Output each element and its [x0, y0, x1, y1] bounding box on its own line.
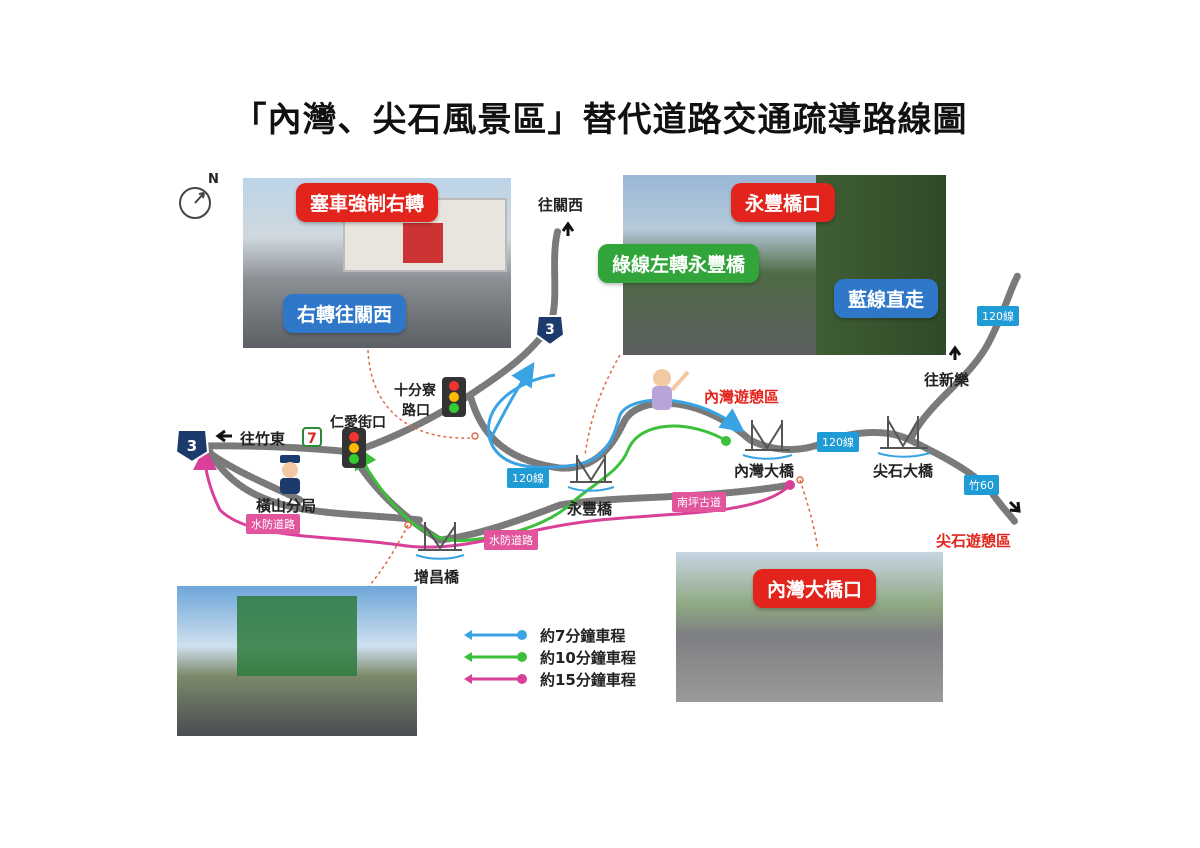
tag-green-left: 綠線左轉永豐橋 — [598, 244, 760, 283]
label-neiwan-bridge: 內灣大橋 — [734, 462, 795, 480]
arrow-up-icon — [948, 345, 962, 360]
label-to-zhudong: 往竹東 — [240, 430, 286, 448]
photo-zengchang-junction — [177, 586, 417, 736]
traffic-light-renai — [342, 428, 366, 468]
label-to-xinle: 往新樂 — [924, 371, 970, 389]
arrow-down-right-icon — [1008, 500, 1021, 513]
tag-neiwan-bridge-junction: 內灣大橋口 — [753, 569, 877, 608]
road-tag-120-north: 120線 — [977, 306, 1019, 326]
label-to-guanxi: 往關西 — [538, 196, 584, 214]
pink-route — [193, 446, 792, 549]
convenience-store-icon: 7 — [302, 427, 322, 447]
tag-yongfeng-junction: 永豐橋口 — [731, 183, 836, 222]
label-renai: 仁愛街口 — [330, 415, 386, 431]
label-hengshan-police: 橫山分局 — [256, 497, 317, 515]
legend-item-15min: 約15分鐘車程 — [462, 669, 662, 689]
road-tag-120-middle: 120線 — [817, 432, 859, 452]
road-tag-120-west: 120線 — [507, 468, 549, 488]
legend-label: 約10分鐘車程 — [540, 649, 636, 667]
blue-route — [486, 373, 745, 469]
label-zengchang-bridge: 增昌橋 — [414, 568, 460, 586]
legend-label: 約7分鐘車程 — [540, 627, 626, 645]
traffic-light-shifenliao — [442, 377, 466, 417]
svg-text:3: 3 — [187, 437, 197, 455]
compass-icon: N — [179, 172, 219, 219]
label-jianshi-rest: 尖石遊憩區 — [936, 532, 1012, 550]
tag-blue-straight: 藍線直走 — [834, 279, 939, 318]
arrow-left-icon — [215, 429, 232, 443]
tag-right-to-guanxi: 右轉往關西 — [283, 294, 407, 333]
tourist-figure-icon — [652, 369, 690, 410]
arrow-up-icon — [561, 221, 575, 236]
label-neiwan-rest: 內灣遊憩區 — [704, 388, 780, 406]
highway-shield-west: 3 — [174, 429, 210, 464]
road-tag-shuifang-east: 水防道路 — [484, 530, 538, 550]
svg-text:7: 7 — [307, 431, 317, 447]
bridge-icon-neiwan — [742, 420, 793, 460]
label-jianshi-bridge: 尖石大橋 — [873, 462, 934, 480]
compass-north-label: N — [208, 172, 219, 187]
road-tag-nanping: 南坪古道 — [672, 492, 726, 512]
label-shifenliao-junction: 路口 — [402, 403, 430, 419]
label-shifenliao: 十分寮 — [394, 383, 436, 399]
road-tag-shuifang-west: 水防道路 — [246, 514, 300, 534]
bridge-icon-jianshi — [877, 416, 931, 458]
map-title: 「內灣、尖石風景區」替代道路交通疏導路線圖 — [232, 100, 968, 140]
road-tag-zhu60: 竹60 — [964, 475, 999, 495]
label-yongfeng-bridge: 永豐橋 — [567, 500, 613, 518]
legend-item-7min: 約7分鐘車程 — [462, 625, 662, 645]
police-officer-icon — [280, 455, 300, 494]
bridge-icon-zengchang — [415, 522, 465, 560]
legend-item-10min: 約10分鐘車程 — [462, 647, 662, 667]
shield-label: 3 — [545, 322, 555, 338]
tag-force-right: 塞車強制右轉 — [296, 183, 439, 222]
highway-shield-east: 3 — [534, 315, 566, 347]
legend-label: 約15分鐘車程 — [540, 671, 636, 689]
bridge-icon-yongfeng — [567, 455, 615, 492]
